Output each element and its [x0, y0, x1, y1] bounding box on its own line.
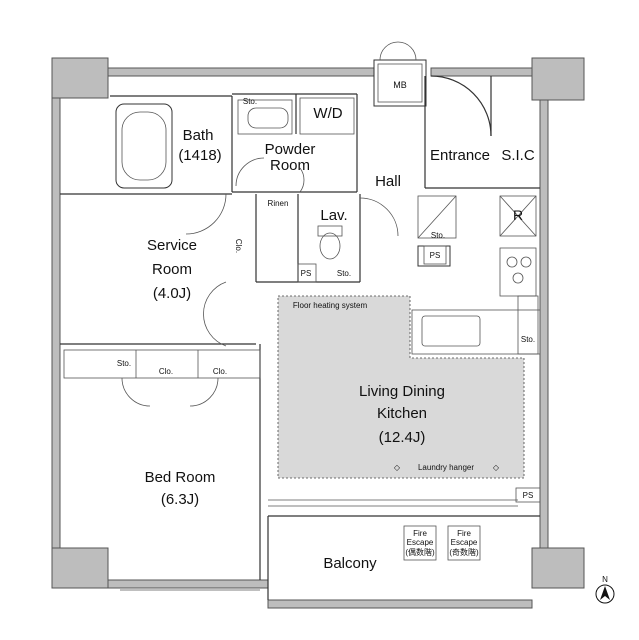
sic-label: S.I.C	[501, 147, 535, 164]
sto-label-kitchen-2: Sto.	[521, 335, 535, 344]
fire-escape-right-3: (奇数階)	[449, 547, 479, 557]
washer-dryer-box	[299, 97, 355, 135]
fire-escape-right-1: Fire	[457, 529, 471, 538]
hall-label: Hall	[375, 173, 401, 190]
service-room-label-1: Service	[147, 237, 197, 254]
entrance-label: Entrance	[430, 147, 490, 164]
fire-escape-right-2: Escape	[451, 538, 478, 547]
fire-escape-box-left	[403, 525, 437, 561]
kitchen-sink	[421, 315, 481, 347]
bathtub	[115, 103, 173, 189]
sto-label-bed: Sto.	[117, 359, 131, 368]
ps-label-kitchen: PS	[430, 251, 441, 260]
bath-size-label: (1418)	[178, 147, 221, 164]
stove-icon	[499, 247, 537, 297]
north-arrow-icon	[595, 584, 615, 604]
floor-heating-label: Floor heating system	[293, 301, 368, 310]
outer-walls	[51, 57, 585, 609]
fire-escape-left-1: Fire	[413, 529, 427, 538]
storage-box	[417, 195, 457, 239]
lav-label: Lav.	[320, 207, 347, 224]
ps-label-lav: PS	[301, 269, 312, 278]
north-label: N	[602, 575, 608, 584]
wd-label: W/D	[313, 105, 342, 122]
toilet-icon	[319, 232, 341, 260]
sto-label-lav: Sto.	[337, 269, 351, 278]
bath-label: Bath	[183, 127, 214, 144]
sto-label-powder: Sto.	[243, 97, 257, 106]
ps-box-ldk	[515, 487, 541, 503]
powder-room-label-1: Powder	[265, 141, 316, 158]
ldk-label-1: Living Dining	[359, 383, 445, 400]
refrigerator-label: R	[513, 207, 523, 223]
bed-room-size-label: (6.3J)	[161, 491, 199, 508]
laundry-hanger-icon-right: ◇	[493, 463, 500, 472]
clo-label-bed-1: Clo.	[159, 367, 173, 376]
rinen-label: Rinen	[268, 199, 289, 208]
sto-label-kitchen-1: Sto.	[431, 231, 445, 240]
fire-escape-left-3: (偶数階)	[405, 547, 435, 557]
service-room-size-label: (4.0J)	[153, 285, 191, 302]
mb-box	[373, 59, 427, 107]
powder-room-label-2: Room	[270, 157, 310, 174]
ldk-label-2: Kitchen	[377, 405, 427, 422]
refrigerator-box	[499, 195, 537, 237]
ldk-size-label: (12.4J)	[379, 429, 426, 446]
clo-label-service: Clo.	[234, 239, 243, 253]
bed-room-label: Bed Room	[145, 469, 216, 486]
ps-label-ldk: PS	[523, 491, 534, 500]
floor-heating-area	[277, 295, 525, 479]
fire-escape-box-right	[447, 525, 481, 561]
ps-box-lav	[297, 263, 317, 283]
laundry-hanger-label: Laundry hanger	[418, 463, 474, 472]
service-room-label-2: Room	[152, 261, 192, 278]
clo-label-bed-2: Clo.	[213, 367, 227, 376]
laundry-hanger-icon-left: ◇	[394, 463, 401, 472]
balcony-label: Balcony	[323, 555, 377, 572]
mb-label: MB	[393, 80, 407, 90]
ps-box-kitchen	[423, 245, 447, 265]
fire-escape-left-2: Escape	[407, 538, 434, 547]
